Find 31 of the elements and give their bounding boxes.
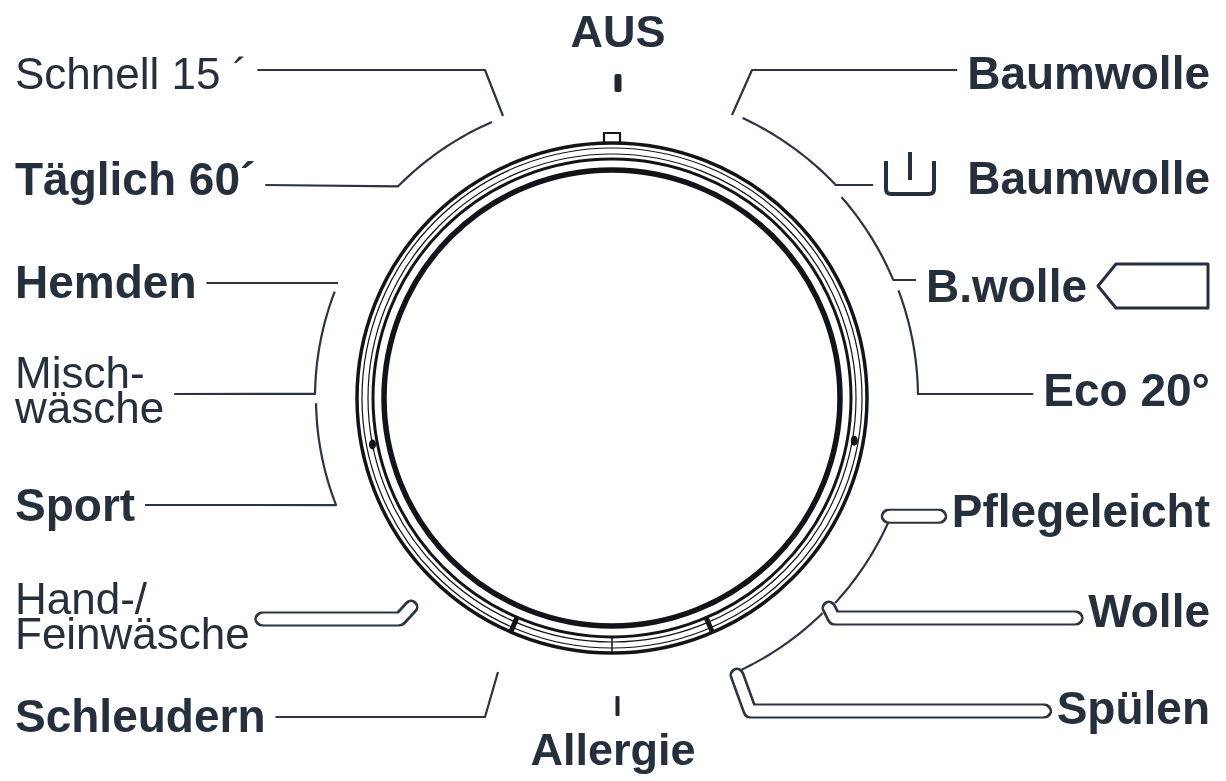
program-label: Wolle bbox=[1088, 586, 1210, 637]
program-label: Schnell 15 ´ bbox=[15, 50, 248, 99]
program-label: Hemden bbox=[15, 257, 197, 308]
program-label: Schleudern bbox=[15, 691, 266, 742]
program-label: Pflegeleicht bbox=[951, 486, 1210, 537]
leader-line bbox=[254, 599, 419, 627]
leader-line bbox=[257, 68, 505, 117]
program-label: B.wolle bbox=[925, 261, 1087, 312]
leader-line bbox=[174, 291, 336, 396]
scale-arc bbox=[741, 612, 824, 671]
program-label: Baumwolle bbox=[967, 48, 1210, 99]
program-label: Baumwolle bbox=[967, 152, 1210, 204]
program-label: Täglich 60´ bbox=[15, 154, 256, 205]
program-label: Misch- wäsche bbox=[15, 347, 165, 434]
position-label: AUS bbox=[570, 7, 666, 57]
program-label: Sport bbox=[15, 480, 136, 531]
leader-line bbox=[821, 600, 1084, 626]
position-label: Allergie bbox=[530, 725, 696, 775]
leader-line bbox=[145, 403, 338, 507]
leader-line bbox=[742, 116, 874, 187]
leader-line bbox=[840, 196, 916, 282]
program-label: Hand-/ Feinwäsche bbox=[15, 573, 250, 660]
leader-line bbox=[880, 508, 948, 524]
program-label: Spülen bbox=[1056, 683, 1210, 734]
leader-line bbox=[275, 671, 500, 719]
program-label: Eco 20° bbox=[1043, 365, 1210, 416]
leader-line bbox=[206, 281, 338, 285]
leader-line bbox=[731, 68, 958, 116]
leader-line bbox=[897, 289, 1034, 396]
leader-line bbox=[265, 120, 493, 188]
scale-arc bbox=[834, 522, 890, 604]
